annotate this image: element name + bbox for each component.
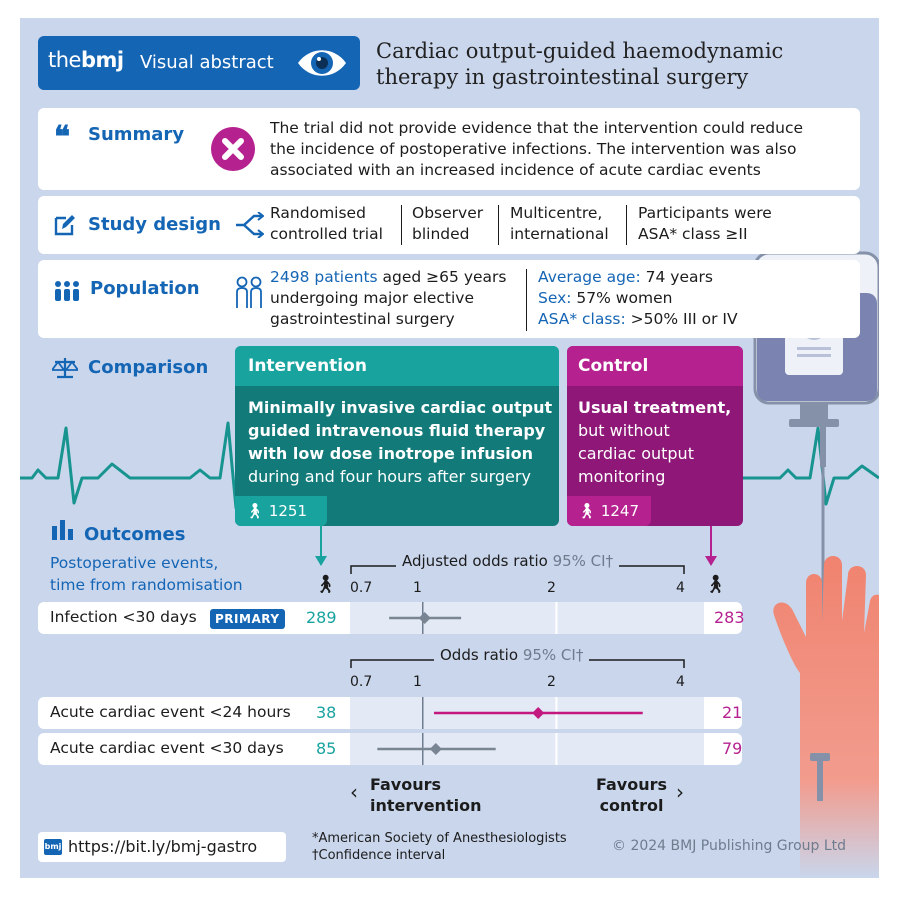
bar-chart-icon bbox=[52, 520, 73, 540]
chevron-right-icon: › bbox=[676, 780, 684, 804]
row-label: Acute cardiac event <24 hours bbox=[50, 703, 291, 721]
copyright: © 2024 BMJ Publishing Group Ltd bbox=[612, 838, 847, 854]
population-label: Population bbox=[90, 278, 200, 299]
hand-illustration bbox=[773, 556, 879, 878]
summary-card: ❝ Summary The trial did not provide evid… bbox=[38, 108, 860, 190]
bmj-badge: thebmj Visual abstract bbox=[38, 36, 360, 90]
page-title: Cardiac output-guided haemodynamic thera… bbox=[376, 39, 784, 89]
person-icon: 🚶︎ bbox=[245, 502, 265, 520]
tick-label: 0.7 bbox=[350, 674, 373, 690]
control-n: 283 bbox=[714, 608, 745, 627]
tick-label: 2 bbox=[547, 580, 556, 596]
cross-icon bbox=[211, 127, 255, 171]
tick-label: 4 bbox=[676, 580, 685, 596]
population-stats: Average age: 74 years Sex: 57% women ASA… bbox=[538, 268, 738, 328]
patients-icon bbox=[236, 276, 262, 308]
outcome-row-cardiac-30d: Acute cardiac event <30 days 85 79 bbox=[38, 733, 742, 765]
summary-label: Summary bbox=[88, 124, 185, 145]
outcomes-label: Outcomes bbox=[84, 524, 186, 545]
eye-icon bbox=[298, 50, 346, 76]
divider bbox=[626, 205, 627, 245]
population-description: 2498 patients aged ≥65 years undergoing … bbox=[270, 268, 507, 328]
tick-label: 4 bbox=[676, 674, 685, 690]
brand-logo: thebmj bbox=[48, 48, 124, 72]
row-label: Infection <30 days bbox=[50, 608, 197, 626]
tick-label: 1 bbox=[413, 580, 422, 596]
population-card: Population 2498 patients aged ≥65 years … bbox=[38, 260, 860, 338]
divider bbox=[498, 205, 499, 245]
scales-icon bbox=[52, 358, 78, 379]
intervention-header bbox=[235, 346, 559, 386]
person-icon: 🚶︎ bbox=[577, 502, 597, 520]
people-icon bbox=[55, 281, 79, 301]
person-icon: 🚶︎ bbox=[314, 574, 337, 595]
control-count: 🚶︎ 1247 bbox=[567, 496, 651, 526]
article-link[interactable]: https://bit.ly/bmj-gastro bbox=[68, 837, 258, 856]
intervention-title: Intervention bbox=[248, 356, 367, 376]
point-estimate bbox=[429, 743, 442, 755]
chevron-left-icon: ‹ bbox=[350, 780, 358, 804]
row-label: Acute cardiac event <30 days bbox=[50, 739, 284, 757]
control-n: 21 bbox=[722, 703, 743, 722]
url-box: bmj https://bit.ly/bmj-gastro bbox=[38, 832, 286, 862]
divider bbox=[401, 205, 402, 245]
design-item-multicentre: Multicentre,international bbox=[510, 204, 609, 243]
intervention-n: 38 bbox=[316, 703, 337, 722]
axis-title: Odds ratio 95% CI† bbox=[434, 646, 590, 664]
person-icon: 🚶︎ bbox=[704, 574, 727, 595]
bmj-logo-icon: bmj bbox=[44, 839, 62, 855]
axis-title: Adjusted odds ratio 95% CI† bbox=[396, 552, 620, 570]
arrow-down-icon bbox=[705, 526, 717, 566]
tick-label: 1 bbox=[413, 674, 422, 690]
study-design-label: Study design bbox=[88, 214, 221, 235]
intervention-count: 🚶︎ 1251 bbox=[235, 496, 327, 526]
control-header bbox=[567, 346, 743, 386]
forest-plot bbox=[377, 602, 643, 765]
intervention-n: 289 bbox=[306, 608, 337, 627]
control-n: 79 bbox=[722, 739, 743, 758]
pen-icon bbox=[54, 215, 75, 236]
branch-icon bbox=[236, 212, 264, 238]
summary-text: The trial did not provide evidence that … bbox=[270, 119, 804, 179]
comparison-label: Comparison bbox=[88, 357, 209, 378]
control-title: Control bbox=[578, 356, 649, 376]
badge-label: Visual abstract bbox=[140, 52, 274, 73]
intervention-n: 85 bbox=[316, 739, 337, 758]
control-description: Usual treatment, but without cardiac out… bbox=[578, 398, 732, 486]
visual-abstract: thebmj Visual abstract Cardiac output-gu… bbox=[20, 18, 879, 878]
divider bbox=[526, 269, 527, 331]
tick-label: 2 bbox=[547, 674, 556, 690]
footnotes: *American Society of Anesthesiologists †… bbox=[312, 831, 567, 863]
tick-label: 0.7 bbox=[350, 580, 373, 596]
quote-icon: ❝ bbox=[54, 120, 71, 155]
primary-badge: PRIMARY bbox=[210, 609, 285, 629]
point-estimate bbox=[418, 612, 431, 624]
outcomes-subtitle: Postoperative events, time from randomis… bbox=[50, 554, 243, 594]
arrow-down-icon bbox=[315, 526, 327, 566]
point-estimate bbox=[532, 707, 545, 719]
intervention-description: Minimally invasive cardiac output guided… bbox=[248, 398, 553, 486]
